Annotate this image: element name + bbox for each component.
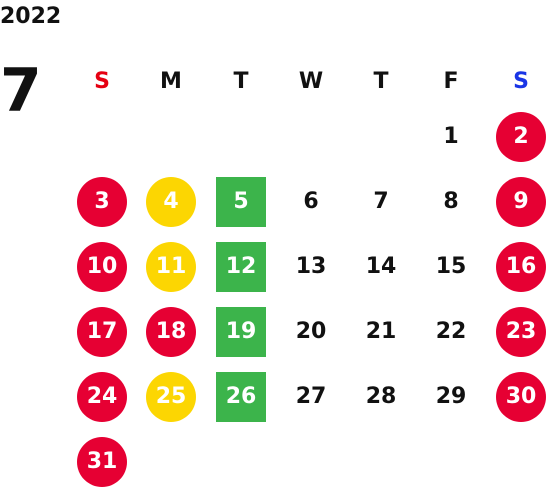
day-16: 16 [496, 241, 546, 292]
calendar-cell [68, 104, 136, 169]
calendar-cell: 21 [346, 299, 416, 364]
calendar-cell: 15 [416, 234, 486, 299]
day-28: 28 [365, 384, 397, 409]
day-24: 24 [77, 371, 127, 422]
day-7: 7 [373, 189, 389, 214]
weekday-tuesday: T [233, 68, 249, 94]
weekday-monday: M [160, 68, 182, 94]
weekday-saturday: S [513, 68, 529, 94]
calendar-cell: 16 [486, 234, 548, 299]
day-23: 23 [496, 306, 546, 357]
calendar-cell: 3 [68, 169, 136, 234]
calendar-cell: 11 [136, 234, 206, 299]
calendar-cell [486, 429, 548, 494]
day-4: 4 [146, 176, 196, 227]
day-2: 2 [496, 111, 546, 162]
calendar-cell: 19 [206, 299, 276, 364]
day-13: 13 [295, 254, 327, 279]
calendar-cell: 20 [276, 299, 346, 364]
calendar-cell: 25 [136, 364, 206, 429]
calendar-cell: 2 [486, 104, 548, 169]
calendar-cell: 26 [206, 364, 276, 429]
day-9: 9 [496, 176, 546, 227]
calendar-cell: 23 [486, 299, 548, 364]
day-5: 5 [216, 176, 266, 227]
calendar-cell: 30 [486, 364, 548, 429]
weekday-friday: F [443, 68, 459, 94]
calendar-cell: 13 [276, 234, 346, 299]
weekday-sunday: S [94, 68, 110, 94]
day-18: 18 [146, 306, 196, 357]
day-8: 8 [443, 189, 459, 214]
calendar-cell: 4 [136, 169, 206, 234]
day-25: 25 [146, 371, 196, 422]
calendar-cell: 7 [346, 169, 416, 234]
day-17: 17 [77, 306, 127, 357]
calendar-cell [206, 429, 276, 494]
calendar-cell [136, 429, 206, 494]
calendar-cell: 18 [136, 299, 206, 364]
calendar-cell: 22 [416, 299, 486, 364]
day-29: 29 [435, 384, 467, 409]
calendar-cell: 27 [276, 364, 346, 429]
day-10: 10 [77, 241, 127, 292]
day-27: 27 [295, 384, 327, 409]
calendar-cell: 5 [206, 169, 276, 234]
calendar-cell: 31 [68, 429, 136, 494]
calendar-cell: 17 [68, 299, 136, 364]
day-20: 20 [295, 319, 327, 344]
day-26: 26 [216, 371, 266, 422]
calendar-cell: 6 [276, 169, 346, 234]
day-1: 1 [443, 124, 459, 149]
month-label: 7 [0, 56, 42, 126]
calendar-cell: 28 [346, 364, 416, 429]
calendar-cell [276, 104, 346, 169]
calendar-cell: 1 [416, 104, 486, 169]
day-19: 19 [216, 306, 266, 357]
calendar-cell: 10 [68, 234, 136, 299]
day-14: 14 [365, 254, 397, 279]
calendar-cell [206, 104, 276, 169]
day-12: 12 [216, 241, 266, 292]
calendar-cell: 8 [416, 169, 486, 234]
day-31: 31 [77, 436, 127, 487]
calendar-cell [276, 429, 346, 494]
calendar-cell [346, 104, 416, 169]
day-22: 22 [435, 319, 467, 344]
calendar-cell: 29 [416, 364, 486, 429]
weekday-thursday: T [373, 68, 389, 94]
weekday-wednesday: W [298, 68, 324, 94]
day-11: 11 [146, 241, 196, 292]
calendar-cell: 12 [206, 234, 276, 299]
day-15: 15 [435, 254, 467, 279]
calendar-cell [346, 429, 416, 494]
calendar-cell [416, 429, 486, 494]
day-3: 3 [77, 176, 127, 227]
day-30: 30 [496, 371, 546, 422]
calendar-cell: 24 [68, 364, 136, 429]
calendar-cell [136, 104, 206, 169]
calendar-cell: 9 [486, 169, 548, 234]
day-6: 6 [303, 189, 319, 214]
year-label: 2022 [0, 4, 62, 29]
calendar-cell: 14 [346, 234, 416, 299]
day-21: 21 [365, 319, 397, 344]
